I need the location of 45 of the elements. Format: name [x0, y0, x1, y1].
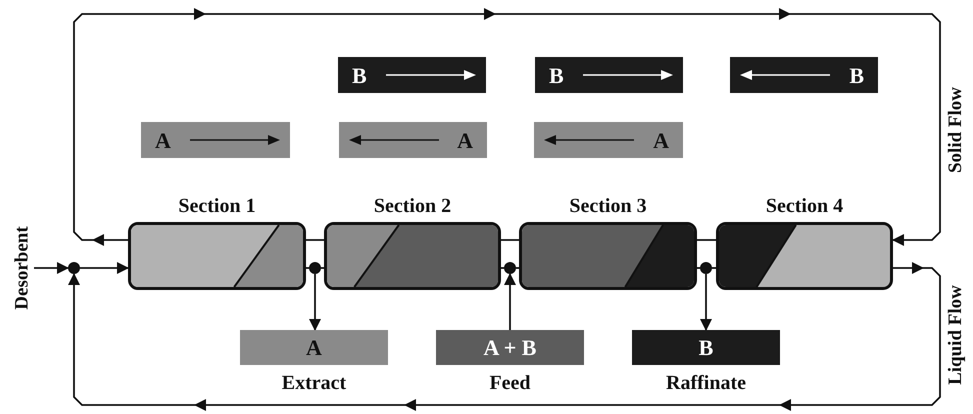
flow-line: [306, 239, 324, 241]
junction-dot: [68, 262, 80, 274]
junction-dot: [309, 262, 321, 274]
junction-dot: [504, 262, 516, 274]
component-label: A: [653, 129, 669, 153]
flow-line: [501, 239, 519, 241]
axis-label: Solid Flow: [945, 86, 968, 174]
flow-arrow: [73, 8, 941, 246]
zone-band: [534, 122, 683, 158]
section-heading: Section 4: [764, 195, 844, 218]
flow-arrow: [504, 273, 516, 330]
zone-band: [339, 122, 487, 158]
flow-line: [501, 267, 504, 269]
stream-label: Desorbent: [11, 226, 34, 310]
stream-label: Raffinate: [665, 372, 747, 395]
zone-band: [338, 57, 486, 93]
flow-line: [712, 267, 716, 269]
flow-line: [516, 267, 519, 269]
section-heading: Section 3: [568, 195, 648, 218]
flow-line: [697, 239, 716, 241]
flow-line: [321, 267, 324, 269]
flow-line: [697, 267, 700, 269]
stream-label: Feed: [488, 372, 532, 395]
component-label: A: [305, 336, 323, 360]
component-label: B: [849, 64, 864, 88]
flow-arrow: [34, 262, 69, 274]
junction-dot: [700, 262, 712, 274]
flow-line: [306, 267, 309, 269]
stream-label: Extract: [280, 372, 348, 395]
flow-arrow: [700, 274, 712, 331]
component-label: B: [549, 64, 564, 88]
component-label: B: [352, 64, 367, 88]
section-heading: Section 1: [177, 195, 257, 218]
component-label: A: [155, 129, 171, 153]
flow-arrow: [80, 262, 129, 274]
component-label: B: [698, 336, 714, 360]
section-heading: Section 2: [372, 195, 452, 218]
zone-band: [535, 57, 683, 93]
component-label: A + B: [482, 336, 538, 360]
component-label: A: [457, 129, 473, 153]
axis-label: Liquid Flow: [944, 285, 967, 385]
flow-arrow: [68, 262, 941, 411]
zone-band: [141, 122, 290, 158]
flow-arrow: [309, 274, 321, 331]
zone-band: [730, 57, 878, 93]
